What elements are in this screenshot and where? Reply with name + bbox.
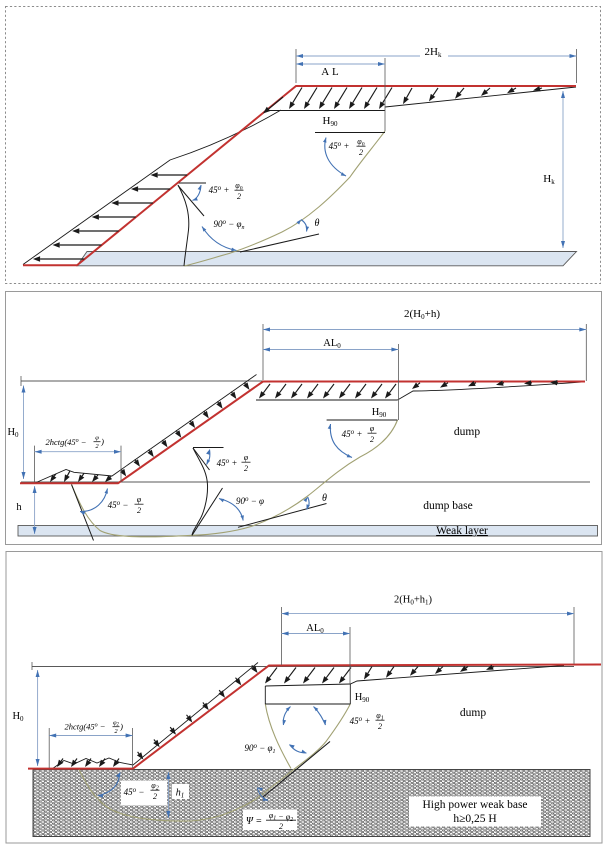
- svg-text:φn: φn: [357, 137, 364, 148]
- svg-text:dump: dump: [460, 707, 486, 719]
- svg-text:φ2: φ2: [151, 781, 158, 792]
- svg-text:φ1: φ1: [376, 711, 383, 722]
- svg-text:Ψ =: Ψ =: [246, 816, 262, 827]
- svg-text:2: 2: [279, 822, 283, 831]
- svg-text:2(H0+h1): 2(H0+h1): [394, 595, 433, 607]
- svg-text:2: 2: [244, 464, 248, 473]
- svg-text:φ: φ: [244, 453, 249, 462]
- svg-text:45o −: 45o −: [108, 499, 129, 510]
- svg-text:H0: H0: [7, 427, 19, 439]
- svg-text:2: 2: [114, 728, 118, 735]
- svg-text:2: 2: [370, 435, 374, 444]
- svg-text:θ: θ: [315, 218, 320, 229]
- svg-text:2hctg(45o −: 2hctg(45o −: [45, 437, 86, 447]
- svg-text:2hctg(45o −: 2hctg(45o −: [64, 722, 105, 732]
- svg-text:): ): [100, 437, 104, 447]
- svg-text:h1: h1: [176, 788, 185, 800]
- svg-text:90o − φ: 90o − φ: [236, 495, 264, 506]
- svg-text:90o − φ1: 90o − φ1: [244, 742, 275, 755]
- svg-text:45o +: 45o +: [217, 457, 238, 468]
- svg-text:45o +: 45o +: [209, 184, 230, 195]
- svg-text:High power weak base: High power weak base: [422, 799, 527, 811]
- svg-text:AL0: AL0: [306, 623, 324, 635]
- svg-text:AL0: AL0: [323, 338, 341, 350]
- svg-text:2Hk: 2Hk: [425, 46, 442, 59]
- svg-text:φn: φn: [235, 181, 242, 192]
- svg-text:dump: dump: [454, 426, 480, 438]
- svg-text:45o +: 45o +: [329, 140, 350, 151]
- svg-text:φ2: φ2: [113, 720, 120, 728]
- svg-text:2: 2: [137, 506, 141, 515]
- svg-text:Weak layer: Weak layer: [436, 525, 488, 537]
- svg-text:φ: φ: [137, 495, 142, 504]
- svg-text:φ: φ: [95, 435, 99, 442]
- svg-text:2: 2: [237, 192, 241, 201]
- svg-text:h: h: [16, 502, 22, 513]
- svg-text:2(H0+h): 2(H0+h): [404, 308, 440, 321]
- svg-text:45o −: 45o −: [124, 786, 145, 797]
- svg-text:45o +: 45o +: [350, 715, 371, 726]
- svg-text:2: 2: [95, 443, 99, 450]
- svg-text:H0: H0: [12, 711, 24, 723]
- svg-text:φ: φ: [370, 424, 375, 433]
- svg-text:A L: A L: [321, 66, 339, 78]
- svg-text:2: 2: [359, 148, 363, 157]
- svg-text:90o − φn: 90o − φn: [213, 218, 244, 231]
- svg-text:2: 2: [153, 792, 157, 801]
- svg-text:θ: θ: [322, 493, 327, 504]
- svg-text:dump base: dump base: [423, 500, 473, 512]
- svg-text:45o +: 45o +: [342, 428, 363, 439]
- svg-text:Hk: Hk: [543, 173, 555, 186]
- svg-text:): ): [119, 722, 123, 732]
- svg-text:2: 2: [378, 722, 382, 731]
- svg-text:h≥0,25 H: h≥0,25 H: [453, 813, 496, 825]
